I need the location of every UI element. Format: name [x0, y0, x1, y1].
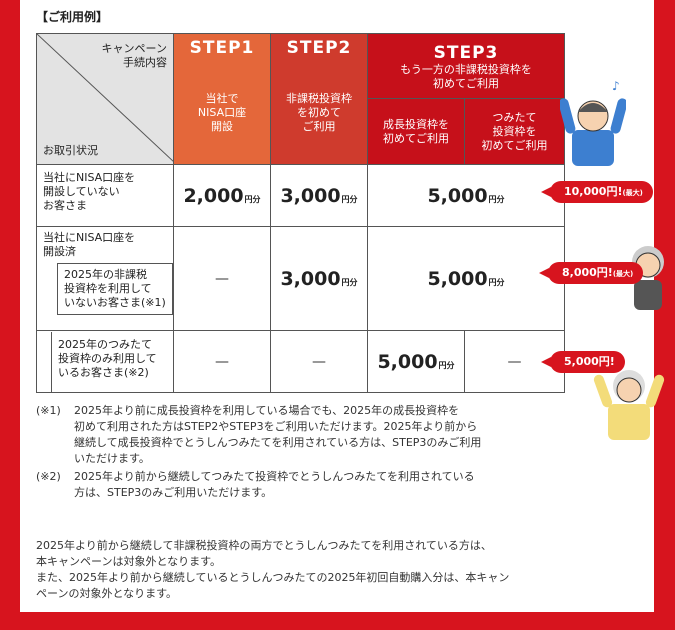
footer-text: 2025年より前から継続して非課税投資枠の両方でとうしんつみたてを利用されている… — [36, 539, 510, 600]
step3-title: STEP3 — [433, 43, 499, 63]
step2-desc-1: 非課税投資枠 — [286, 92, 352, 105]
step2-header: STEP2 非課税投資枠 を初めて ご利用 — [270, 33, 368, 165]
table-row: 当社にNISA口座を開設していないお客さま 2,000円分 3,000円分 5,… — [36, 164, 565, 227]
man-cheering-icon: ♪ — [560, 80, 626, 166]
row2b-label: 2025年のつみたて投資枠のみ利用しているお客さま(※2) — [36, 330, 174, 393]
reward-badge-10000: 10,000円!(最大) — [541, 181, 653, 203]
step3-desc-1: もう一方の非課税投資枠を — [400, 63, 532, 76]
svg-text:♪: ♪ — [612, 80, 620, 93]
step3-growth-desc-1: 成長投資枠を — [383, 117, 449, 131]
footnote-1: (※1) 2025年より前に成長投資枠を利用している場合でも、2025年の成長投… — [36, 404, 482, 465]
step3-growth-desc-2: 初めてご利用 — [383, 131, 449, 145]
table-row: 当社にNISA口座を開設済 2025年の非課税投資枠を利用していないお客さま(※… — [36, 226, 565, 331]
reward-badge-5000: 5,000円! — [541, 351, 625, 373]
row2a-step2-amount: 3,000円分 — [270, 226, 368, 331]
row1-step3-amount: 5,000円分 — [367, 164, 565, 227]
step1-header: STEP1 当社で NISA口座 開設 — [173, 33, 271, 165]
row2a-sublabel: 2025年の非課税投資枠を利用していないお客さま(※1) — [57, 263, 173, 315]
diag-status-label: お取引状況 — [43, 144, 98, 157]
step3-tsumitate-desc-3: 初めてご利用 — [481, 138, 548, 152]
row2b-step2-dash: — — [270, 330, 368, 393]
diagonal-header-cell: キャンペーン手続内容 お取引状況 — [36, 33, 174, 165]
row2b-step1-dash: — — [173, 330, 271, 393]
step1-desc-2: NISA口座 — [197, 106, 247, 119]
footnote-2: (※2) 2025年より前から継続してつみたて投資枠でとうしんつみたてを利用され… — [36, 470, 475, 499]
row1-label: 当社にNISA口座を開設していないお客さま — [36, 164, 174, 227]
step1-title: STEP1 — [189, 38, 255, 58]
woman-surprised-icon — [632, 246, 664, 310]
step2-desc-2: を初めて — [297, 106, 341, 119]
section-heading: 【ご利用例】 — [36, 10, 109, 24]
step2-title: STEP2 — [286, 38, 352, 58]
step3-desc-2: 初めてご利用 — [433, 77, 499, 90]
row1-step2-amount: 3,000円分 — [270, 164, 368, 227]
footnotes: (※1) 2025年より前に成長投資枠を利用している場合でも、2025年の成長投… — [36, 403, 576, 503]
step3-header: STEP3 もう一方の非課税投資枠を 初めてご利用 — [367, 33, 565, 99]
step1-desc-1: 当社で — [205, 92, 239, 105]
diag-procedure-label: 手続内容 — [123, 56, 167, 69]
step3-tsumitate-desc-1: つみたて — [492, 110, 537, 124]
step2-desc-3: ご利用 — [302, 120, 336, 133]
row1-step1-amount: 2,000円分 — [173, 164, 271, 227]
row2a-step1-dash: — — [173, 226, 271, 331]
reward-badge-8000: 8,000円!(最大) — [538, 262, 644, 284]
step3-tsumitate-header: つみたて 投資枠を 初めてご利用 — [464, 98, 565, 165]
step3-growth-header: 成長投資枠を 初めてご利用 — [367, 98, 465, 165]
diag-campaign-label: キャンペーン — [101, 42, 167, 55]
row2-label: 当社にNISA口座を開設済 2025年の非課税投資枠を利用していないお客さま(※… — [36, 226, 174, 331]
campaign-table: キャンペーン手続内容 お取引状況 STEP1 当社で NISA口座 開設 STE… — [36, 33, 565, 393]
table-row: 2025年のつみたて投資枠のみ利用しているお客さま(※2) — — 5,000円… — [36, 330, 565, 393]
step3-tsumitate-desc-2: 投資枠を — [492, 124, 537, 138]
row2a-step3-amount: 5,000円分 — [367, 226, 565, 331]
elderly-woman-cheering-icon — [593, 370, 665, 440]
row2b-step3-growth-amount: 5,000円分 — [367, 330, 465, 393]
step1-desc-3: 開設 — [211, 120, 233, 133]
